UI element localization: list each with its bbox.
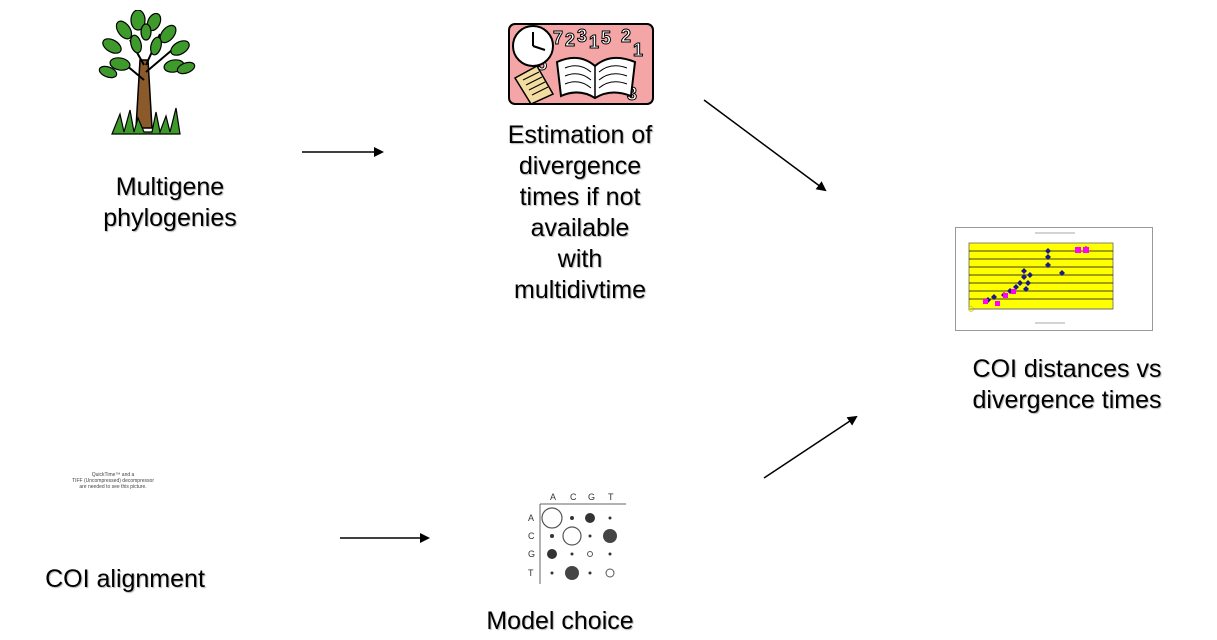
model-label: Model choice (486, 607, 634, 635)
matrix-header-col-g: G (588, 492, 595, 502)
scatter-chart-thumbnail (955, 227, 1153, 331)
matrix-header-col-a: A (550, 492, 556, 502)
matrix-header-row-t: T (528, 568, 534, 578)
result-label: COI distances vs divergence times (972, 355, 1162, 414)
matrix-header-col-c: C (570, 492, 577, 502)
divergence-label: Estimation of divergence times if not av… (507, 121, 653, 304)
svg-text:1: 1 (633, 40, 643, 60)
matrix-header-row-a: A (528, 513, 534, 523)
phylogenies-label: Multigene phylogenies (103, 173, 237, 232)
alignment-label: COI alignment (45, 565, 205, 593)
svg-text:3: 3 (577, 26, 587, 46)
substitution-matrix-icon: A C G T A C G T (522, 490, 628, 586)
svg-text:2: 2 (565, 30, 575, 50)
arrow-divergence-to-result (703, 99, 827, 192)
matrix-header-row-g: G (528, 549, 535, 559)
quicktime-placeholder: QuickTime™ and a TIFF (Uncompressed) dec… (72, 472, 154, 490)
matrix-header-row-c: C (528, 531, 535, 541)
clock-book-icon: 723 152 135 (507, 22, 655, 106)
svg-text:5: 5 (601, 28, 611, 48)
svg-text:7: 7 (553, 28, 563, 48)
svg-text:1: 1 (589, 32, 599, 52)
svg-text:2: 2 (621, 26, 631, 46)
matrix-header-col-t: T (608, 492, 614, 502)
arrow-model-to-result (763, 415, 858, 479)
tree-icon (90, 10, 200, 138)
